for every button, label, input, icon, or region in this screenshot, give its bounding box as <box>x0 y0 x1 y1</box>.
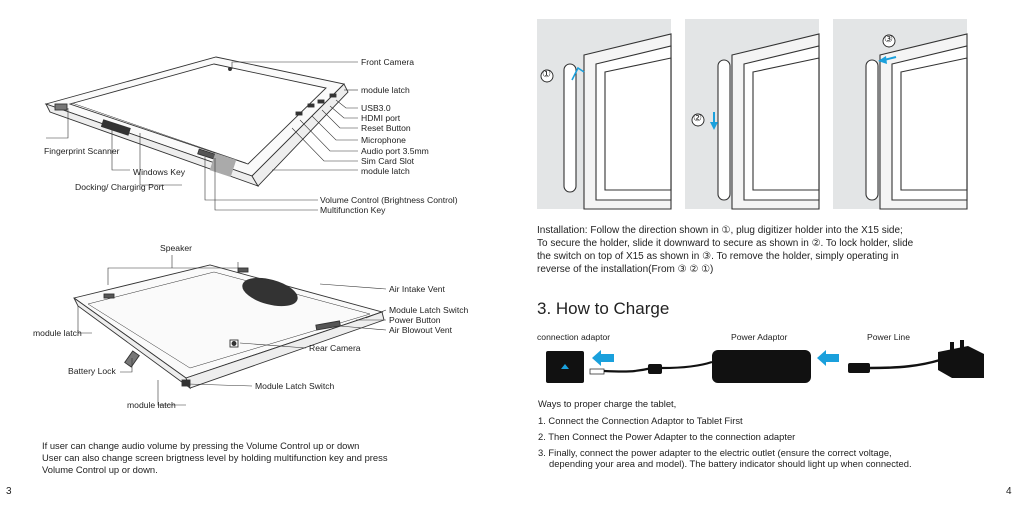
footnote-line-1: If user can change audio volume by press… <box>42 440 360 451</box>
label-module-latch-bottom-back: module latch <box>127 400 176 410</box>
footnote-line-2: User can also change screen brigtness le… <box>42 452 388 463</box>
label-speaker: Speaker <box>160 243 193 253</box>
label-connection-adaptor: connection adaptor <box>537 332 611 342</box>
installation-panels <box>537 19 968 210</box>
label-sim-card-slot: Sim Card Slot <box>361 156 415 166</box>
label-module-latch-bottom: module latch <box>361 166 410 176</box>
installation-line-2: To secure the holder, slide it downward … <box>537 238 914 249</box>
tablet-front-leaders <box>46 61 358 211</box>
label-module-latch-switch-bottom: Module Latch Switch <box>255 381 335 391</box>
charge-step-3-continued: depending your area and model). The batt… <box>549 458 912 469</box>
label-battery-lock: Battery Lock <box>68 366 116 376</box>
footnote-line-3: Volume Control up or down. <box>42 464 158 475</box>
label-front-camera: Front Camera <box>361 57 415 67</box>
label-fingerprint-scanner: Fingerprint Scanner <box>44 146 120 156</box>
label-air-blowout: Air Blowout Vent <box>389 325 453 335</box>
step-marker-circles <box>540 34 896 127</box>
charging-diagram <box>546 340 984 383</box>
step-marker-3: ③ <box>884 34 893 45</box>
label-microphone: Microphone <box>361 135 406 145</box>
page-number-right: 4 <box>1006 486 1012 497</box>
label-multifunction-key: Multifunction Key <box>320 205 386 215</box>
label-hdmi: HDMI port <box>361 113 401 123</box>
charge-step-1: 1. Connect the Connection Adaptor to Tab… <box>538 415 743 426</box>
tablet-back-leaders <box>77 255 387 406</box>
charge-step-3: 3. Finally, connect the power adapter to… <box>538 447 892 458</box>
label-usb: USB3.0 <box>361 103 391 113</box>
label-reset: Reset Button <box>361 123 411 133</box>
tablet-back-illustration <box>72 264 385 390</box>
installation-line-1: Installation: Follow the direction shown… <box>537 225 903 236</box>
label-rear-camera: Rear Camera <box>309 343 361 353</box>
tablet-front-illustration <box>44 56 349 187</box>
charge-step-2: 2. Then Connect the Power Adapter to the… <box>538 431 796 442</box>
label-module-latch-switch-top: Module Latch Switch <box>389 305 469 315</box>
label-audio-port: Audio port 3.5mm <box>361 146 429 156</box>
label-power-line: Power Line <box>867 332 910 342</box>
installation-line-3: the switch on top of X15 as shown in ③. … <box>537 251 899 262</box>
section-title: 3. How to Charge <box>537 299 670 318</box>
label-module-latch-left: module latch <box>33 328 82 338</box>
step-marker-1: ① <box>542 69 551 80</box>
installation-line-4: reverse of the installation(From ③ ② ①) <box>537 264 714 275</box>
page-number-left: 3 <box>6 486 12 497</box>
label-docking-port: Docking/ Charging Port <box>75 182 164 192</box>
step-marker-2: ② <box>693 113 702 124</box>
label-volume-control: Volume Control (Brightness Control) <box>320 195 458 205</box>
label-module-latch-top: module latch <box>361 85 410 95</box>
label-power-button: Power Button <box>389 315 441 325</box>
charge-intro: Ways to proper charge the tablet, <box>538 398 677 409</box>
label-power-adaptor: Power Adaptor <box>731 332 788 342</box>
label-windows-key: Windows Key <box>133 167 186 177</box>
label-air-intake: Air Intake Vent <box>389 284 445 294</box>
